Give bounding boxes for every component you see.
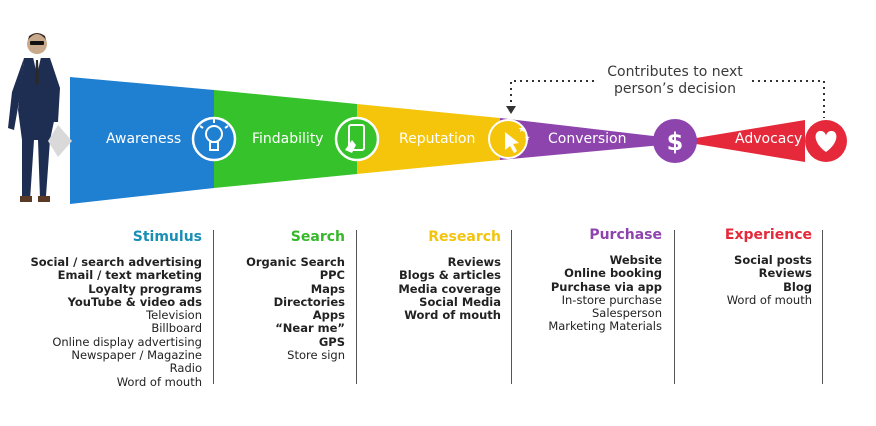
column-item: Online display advertising [52,334,202,349]
smartphone-tap-icon [334,116,380,162]
column-heading: Purchase [589,227,662,243]
column-item: YouTube & video ads [67,294,202,309]
column-item: Maps [310,281,345,296]
stage-label-reputation: Reputation [399,131,476,147]
column-item: Word of mouth [404,308,501,323]
column-item: Directories [273,294,345,309]
lightbulb-icon [191,116,237,162]
stage-label-awareness: Awareness [106,131,182,147]
column-item: Social / search advertising [30,255,202,269]
column-item: Social Media [419,294,501,309]
svg-text:$: $ [667,128,684,156]
column-item: In-store purchase [561,292,662,307]
column-item: Social posts [734,253,812,267]
heart-icon [805,120,847,162]
feedback-note: Contributes to next person’s decision [590,64,760,98]
click-stars-icon: ★ ★ [488,119,530,159]
column-heading: Research [428,229,501,245]
feedback-note-line-2: person’s decision [614,81,736,97]
svg-text:★: ★ [524,134,530,142]
businessman-figure [8,33,60,202]
column-item: Marketing Materials [548,319,662,334]
column-heading: Experience [724,227,812,243]
column-divider [511,230,512,384]
column-item: Word of mouth [116,374,202,389]
conversion-segment [500,118,662,160]
column-item: GPS [318,334,345,349]
column-item: Store sign [287,348,345,363]
column-divider [822,230,823,384]
feedback-dotted-line [510,80,825,118]
findability-segment [214,90,357,188]
stage-label-conversion: Conversion [548,131,627,147]
stage-label-advocacy: Advocacy [735,131,803,147]
column-item: Billboard [151,321,202,336]
column-item: Loyalty programs [88,281,202,296]
column-item: Newspaper / Magazine [71,348,202,363]
column-item: Reviews [758,266,812,281]
column-item: “Near me” [275,321,345,336]
column-item: Word of mouth [726,292,812,307]
column-item: Organic Search [246,255,345,269]
column-item: Blogs & articles [399,268,501,283]
reputation-segment [357,104,500,174]
column-item: Email / text marketing [57,268,202,283]
feedback-note-line-1: Contributes to next [607,64,743,80]
awareness-segment [70,77,214,204]
column-item: Website [609,253,662,267]
column-item: PPC [319,268,345,283]
advocacy-segment [678,120,805,162]
column-item: Media coverage [398,281,501,296]
column-item: Salesperson [591,306,662,321]
column-item: Apps [312,308,345,323]
svg-text:★: ★ [518,125,526,135]
column-divider [356,230,357,384]
arrow-notch [48,125,72,157]
feedback-arrowhead [506,106,516,114]
dollar-icon: $ [653,119,697,163]
column-item: Radio [169,361,202,376]
stage-label-findability: Findability [252,131,324,147]
column-item: Blog [783,279,812,294]
column-heading: Search [290,229,345,245]
column-item: Online booking [564,266,662,281]
column-divider [674,230,675,384]
column-divider [213,230,214,384]
column-heading: Stimulus [132,229,202,245]
column-item: Reviews [447,255,501,269]
column-item: Television [146,308,202,323]
column-item: Purchase via app [550,279,662,294]
